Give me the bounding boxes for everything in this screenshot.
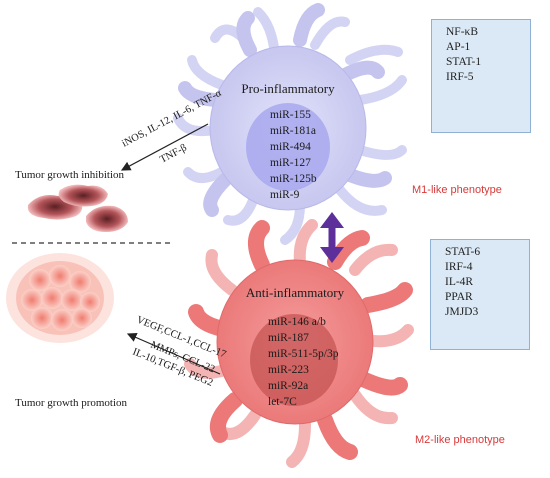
tumor-promotion-label: Tumor growth promotion — [15, 397, 128, 409]
m1-phenotype-label: M1-like phenotype — [412, 184, 502, 196]
m1-cytokines-line1: iNOS, IL-12, IL-6, TNF-α — [120, 88, 224, 150]
m2-factor-3: PPAR — [445, 291, 473, 303]
m2-transcription-factors-box: STAT-6 IRF-4 IL-4R PPAR JMJD3 — [430, 239, 530, 350]
m2-nucleus — [250, 314, 338, 406]
m2-mirna-3: miR-223 — [268, 364, 309, 376]
m2-phenotype-label: M2-like phenotype — [415, 434, 505, 446]
m1-factor-2: STAT-1 — [446, 56, 482, 68]
m2-mirna-1: miR-187 — [268, 332, 309, 344]
tumor-mass-icon — [6, 253, 114, 343]
m1-cell-body — [178, 3, 392, 217]
m2-factor-2: IL-4R — [445, 276, 474, 288]
m2-mirna-0: miR-146 a/b — [268, 316, 326, 328]
polarization-double-arrow — [320, 212, 344, 263]
m2-title: Anti-inflammatory — [246, 285, 345, 300]
m2-factor-0: STAT-6 — [445, 246, 481, 258]
m1-mirna-5: miR-9 — [270, 189, 300, 201]
m1-mirna-2: miR-494 — [270, 141, 311, 153]
m1-mirna-4: miR-125b — [270, 173, 317, 185]
m2-factor-1: IRF-4 — [445, 261, 473, 273]
m1-factor-1: AP-1 — [446, 41, 471, 53]
m1-transcription-factors-box: NF-κB AP-1 STAT-1 IRF-5 — [431, 19, 531, 133]
tumor-inhibition-label: Tumor growth inhibition — [15, 169, 124, 181]
dying-tumor-cells-icon — [27, 184, 128, 232]
m2-cell-body — [188, 220, 413, 460]
m2-factor-4: JMJD3 — [445, 306, 479, 318]
m2-mirna-2: miR-511-5p/3p — [268, 348, 339, 360]
m1-factor-3: IRF-5 — [446, 71, 474, 83]
m1-mirna-0: miR-155 — [270, 109, 311, 121]
m2-mirna-5: let-7C — [268, 396, 297, 408]
m1-title: Pro-inflammatory — [241, 81, 335, 96]
m1-factor-0: NF-κB — [446, 26, 478, 38]
m1-mirna-1: miR-181a — [270, 125, 316, 137]
m2-mirna-4: miR-92a — [268, 380, 308, 392]
m1-macrophage: Pro-inflammatory miR-155 miR-181a miR-49… — [173, 3, 407, 245]
m1-mirna-3: miR-127 — [270, 157, 311, 169]
m1-nucleus — [246, 103, 330, 191]
m1-cytokines-line2: TNF-β — [158, 142, 188, 165]
m2-macrophage: Anti-inflammatory miR-146 a/b miR-187 mi… — [184, 219, 414, 468]
